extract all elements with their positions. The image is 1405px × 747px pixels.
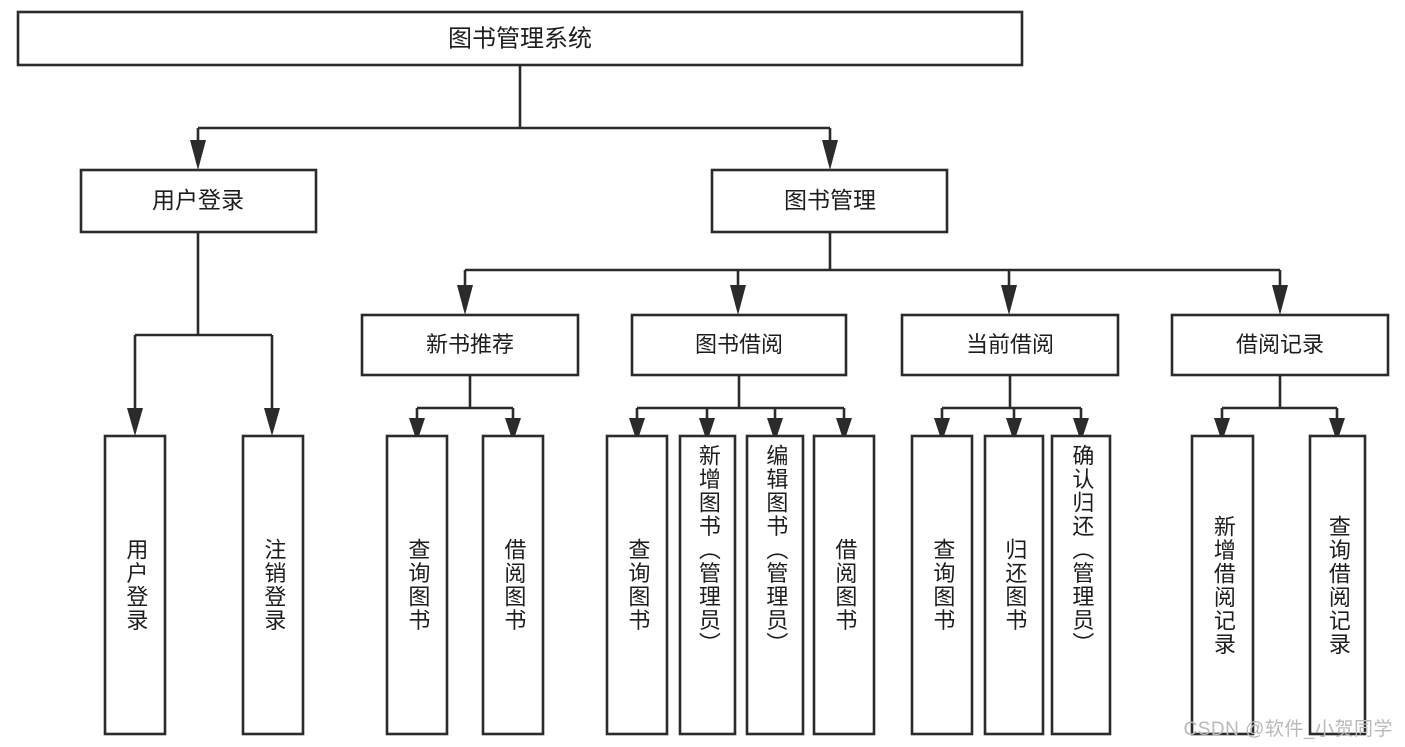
- arrow-icon-borrowrecord-leaf-1: [1214, 418, 1230, 442]
- arrow-icon-bookborrow-leaf-1: [629, 418, 645, 442]
- arrow-icon-to-user-login: [190, 140, 206, 170]
- node-user-login-box[interactable]: [79, 168, 318, 234]
- arrow-icon-currentborrow-leaf-3: [1073, 418, 1089, 442]
- arrow-icon-to-leaf-logout: [264, 408, 280, 436]
- arrow-icon-bookborrow-leaf-4: [836, 418, 852, 442]
- arrow-icon-to-book-manage: [822, 140, 838, 170]
- node-user-login-label: 用户登录: [152, 187, 244, 213]
- leaf-box-borrow-lend[interactable]: [812, 434, 876, 736]
- leaf-box-logout[interactable]: [241, 434, 305, 736]
- connectors-layer: [133, 65, 1339, 418]
- arrow-icon-bookborrow-leaf-2: [699, 418, 715, 442]
- arrow-icon-to-new-book: [457, 285, 473, 315]
- node-current-borrow-label: 当前借阅: [966, 332, 1054, 357]
- node-new-book-recommend-box[interactable]: [360, 313, 580, 377]
- arrow-icon-newbook-leaf-2: [505, 418, 521, 442]
- node-book-manage-label: 图书管理: [784, 187, 876, 213]
- leaf-box-current-confirm[interactable]: [1050, 434, 1112, 736]
- node-book-manage-box[interactable]: [710, 168, 949, 234]
- leaf-box-newbook-borrow[interactable]: [481, 434, 545, 736]
- node-borrow-record-label: 借阅记录: [1236, 332, 1324, 357]
- leaf-box-record-add[interactable]: [1190, 434, 1255, 736]
- leaf-box-borrow-edit[interactable]: [745, 434, 805, 736]
- arrow-icon-newbook-leaf-1: [409, 418, 425, 442]
- node-borrow-record-box[interactable]: [1170, 313, 1390, 377]
- arrow-icon-to-current-borrow: [1001, 285, 1017, 315]
- arrow-icon-to-leaf-user-login: [127, 408, 143, 436]
- leaf-box-borrow-query[interactable]: [605, 434, 669, 736]
- leaf-box-current-query[interactable]: [910, 434, 974, 736]
- node-book-borrow-box[interactable]: [630, 313, 848, 377]
- leaf-box-current-return[interactable]: [983, 434, 1045, 736]
- arrow-icon-currentborrow-leaf-2: [1006, 418, 1022, 442]
- csdn-watermark: CSDN @软件_小贺同学: [1183, 719, 1393, 740]
- arrowheads-layer: [127, 140, 1345, 442]
- arrow-icon-bookborrow-leaf-3: [767, 418, 783, 442]
- node-book-borrow-label: 图书借阅: [695, 332, 783, 357]
- leaf-box-user-login[interactable]: [103, 434, 167, 736]
- node-root-label: 图书管理系统: [448, 25, 592, 52]
- leaf-box-record-query[interactable]: [1308, 434, 1367, 736]
- leaf-box-borrow-add[interactable]: [678, 434, 737, 736]
- arrow-icon-currentborrow-leaf-1: [934, 418, 950, 442]
- arrow-icon-borrowrecord-leaf-2: [1329, 418, 1345, 442]
- node-root-box[interactable]: [16, 10, 1024, 67]
- arrow-icon-to-book-borrow: [730, 285, 746, 315]
- leaf-box-newbook-query[interactable]: [385, 434, 449, 736]
- arrow-icon-to-borrow-record: [1272, 285, 1288, 315]
- node-new-book-recommend-label: 新书推荐: [426, 332, 514, 357]
- node-current-borrow-box[interactable]: [900, 313, 1120, 377]
- nodes-layer: 图书管理系统 用户登录 图书管理 新书推荐 图书借阅 当前借阅 借阅记录: [16, 10, 1390, 736]
